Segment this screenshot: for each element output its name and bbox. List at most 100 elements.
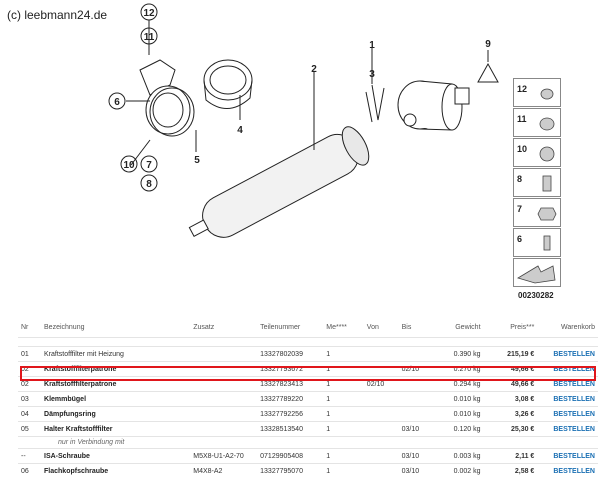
cell-menge: 1 bbox=[323, 421, 364, 437]
cell-teilenummer: 13327802039 bbox=[257, 346, 324, 362]
order-button[interactable]: BESTELLEN bbox=[537, 391, 598, 407]
cell-preis: 2,11 € bbox=[483, 448, 538, 464]
cell-bis bbox=[398, 391, 434, 407]
cell-gewicht: 0.270 kg bbox=[433, 361, 484, 377]
cell-zusatz bbox=[190, 376, 258, 392]
cell-teilenummer: 13327795070 bbox=[257, 463, 324, 478]
cell-bis: 03/10 bbox=[398, 421, 434, 437]
order-button[interactable]: BESTELLEN bbox=[537, 346, 598, 362]
cell-bezeichnung: Kraftstofffilterpatrone bbox=[41, 361, 191, 377]
copyright-text: (c) leebmann24.de bbox=[7, 8, 108, 22]
cell-zusatz bbox=[190, 406, 258, 422]
cell-menge: 1 bbox=[323, 391, 364, 407]
callout-label: 6 bbox=[114, 97, 120, 108]
cell-von bbox=[363, 361, 399, 377]
cell-nr: -- bbox=[18, 448, 42, 464]
table-note-row: nur in Verbindung mit bbox=[18, 436, 598, 449]
cell-teilenummer: 13327792256 bbox=[257, 406, 324, 422]
thumbnail-number: 10 bbox=[517, 144, 527, 154]
cell-zusatz: M5X8-U1-A2-70 bbox=[190, 448, 258, 464]
cell-zusatz bbox=[190, 361, 258, 377]
cell-menge: 1 bbox=[323, 406, 364, 422]
cell-preis: 49,66 € bbox=[483, 361, 538, 377]
cell-bezeichnung: Halter Kraftstofffilter bbox=[41, 421, 191, 437]
table-header-row: Nr Bezeichnung Zusatz Teilenummer Me****… bbox=[18, 317, 598, 338]
parts-table: Nr Bezeichnung Zusatz Teilenummer Me****… bbox=[18, 317, 598, 478]
col-bezeichnung: Bezeichnung bbox=[44, 323, 85, 331]
col-von: Von bbox=[366, 323, 379, 331]
cell-teilenummer: 13328513540 bbox=[257, 421, 324, 437]
col-bis: Bis bbox=[401, 323, 412, 331]
order-button[interactable]: BESTELLEN bbox=[537, 421, 598, 437]
cell-menge: 1 bbox=[323, 361, 364, 377]
cell-bezeichnung: Kraftstofffilter mit Heizung bbox=[41, 346, 191, 362]
cell-teilenummer: 13327789220 bbox=[257, 391, 324, 407]
cell-preis: 3,08 € bbox=[483, 391, 538, 407]
cell-preis: 3,26 € bbox=[483, 406, 538, 422]
cell-gewicht: 0.120 kg bbox=[433, 421, 484, 437]
cell-nr: 02 bbox=[18, 376, 42, 392]
callout-label: 9 bbox=[485, 39, 491, 50]
col-menge: Me**** bbox=[326, 323, 347, 331]
cell-preis: 215,19 € bbox=[483, 346, 538, 362]
cell-nr: 05 bbox=[18, 421, 42, 437]
diagram-id: 00230282 bbox=[518, 291, 554, 300]
order-button[interactable]: BESTELLEN bbox=[537, 406, 598, 422]
order-button[interactable]: BESTELLEN bbox=[537, 361, 598, 377]
cell-von: 02/10 bbox=[363, 376, 399, 392]
cell-gewicht: 0.010 kg bbox=[433, 406, 484, 422]
cell-bis bbox=[398, 346, 434, 362]
cell-von bbox=[363, 391, 399, 407]
part-thumbnails: 12 11 10 8 7 6 bbox=[513, 78, 561, 287]
cell-teilenummer: 13327823413 bbox=[257, 376, 324, 392]
cell-zusatz: M4X8-A2 bbox=[190, 463, 258, 478]
cell-gewicht: 0.294 kg bbox=[433, 376, 484, 392]
cell-gewicht: 0.002 kg bbox=[433, 463, 484, 478]
cell-teilenummer: 07129905408 bbox=[257, 448, 324, 464]
parts-diagram: 12 11 6 10 7 8 5 4 2 3 1 9 bbox=[108, 3, 499, 238]
cell-preis: 49,66 € bbox=[483, 376, 538, 392]
cell-gewicht: 0.390 kg bbox=[433, 346, 484, 362]
cell-nr: 04 bbox=[18, 406, 42, 422]
cell-nr: 03 bbox=[18, 391, 42, 407]
thumbnail-number: 6 bbox=[517, 234, 522, 244]
table-spacer-row bbox=[18, 337, 598, 347]
cell-bezeichnung: Kraftstofffilterpatrone bbox=[41, 376, 191, 392]
cell-bezeichnung: Klemmbügel bbox=[41, 391, 191, 407]
callout-label: 12 bbox=[143, 8, 155, 19]
col-warenkorb: Warenkorb bbox=[561, 323, 595, 331]
thumbnail-number: 12 bbox=[517, 84, 527, 94]
col-nr: Nr bbox=[21, 323, 29, 331]
cell-menge: 1 bbox=[323, 346, 364, 362]
col-teilenummer: Teilenummer bbox=[260, 323, 301, 331]
callout-label: 1 bbox=[369, 40, 375, 51]
cell-bis bbox=[398, 406, 434, 422]
thumbnail-number: 7 bbox=[517, 204, 522, 214]
callout-label: 5 bbox=[194, 155, 200, 166]
cell-zusatz bbox=[190, 346, 258, 362]
cell-gewicht: 0.003 kg bbox=[433, 448, 484, 464]
cell-von bbox=[363, 421, 399, 437]
callout-label: 10 bbox=[123, 160, 135, 171]
cell-bezeichnung: Dämpfungsring bbox=[41, 406, 191, 422]
cell-nr: 06 bbox=[18, 463, 42, 478]
callout-label: 3 bbox=[369, 69, 375, 80]
cell-menge: 1 bbox=[323, 463, 364, 478]
cell-nr: 01 bbox=[18, 346, 42, 362]
order-button[interactable]: BESTELLEN bbox=[537, 463, 598, 478]
cell-von bbox=[363, 346, 399, 362]
order-button[interactable]: BESTELLEN bbox=[537, 448, 598, 464]
cell-bis bbox=[398, 376, 434, 392]
order-button[interactable]: BESTELLEN bbox=[537, 376, 598, 392]
row-note: nur in Verbindung mit bbox=[18, 436, 598, 449]
callout-label: 4 bbox=[237, 125, 243, 136]
cell-von bbox=[363, 448, 399, 464]
cell-von bbox=[363, 406, 399, 422]
cell-bis: 03/10 bbox=[398, 463, 434, 478]
